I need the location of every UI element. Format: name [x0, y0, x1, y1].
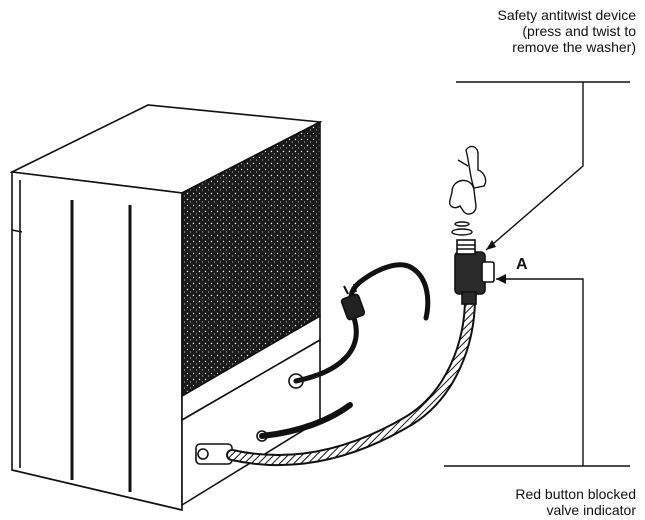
top-callout-leader: [485, 82, 584, 251]
antitwist-label-line3: remove the washer): [512, 39, 636, 55]
antitwist-label-line2: (press and twist to: [522, 23, 636, 39]
callout-arrowheads: [486, 240, 506, 284]
valve-thread: [456, 239, 476, 255]
red-button-label-line1: Red button blocked: [515, 486, 636, 502]
power-cable: [293, 262, 431, 384]
red-button-label-line2: valve indicator: [546, 502, 637, 518]
door-hinge: [11, 229, 23, 233]
bottom-callout-leader: [496, 278, 584, 466]
dishwasher-front: [11, 171, 183, 512]
marker-a: A: [516, 256, 528, 273]
drain-hose: [259, 402, 353, 439]
tap-spout: [465, 145, 487, 189]
inlet-fitting-nut: [197, 448, 209, 460]
bottom-arrowhead: [496, 274, 506, 284]
washer-small: [454, 221, 470, 227]
valve-collar: [461, 291, 477, 305]
tap-body: [448, 179, 477, 215]
red-button-label: Red button blocked valve indicator: [515, 486, 636, 518]
base-line: [11, 469, 183, 511]
callout-lines: [444, 81, 630, 467]
tap-fitting: [448, 145, 487, 236]
antitwist-label-line1: Safety antitwist device: [497, 7, 636, 23]
dishwasher-body: [9, 104, 323, 512]
antitwist-label: Safety antitwist device (press and twist…: [497, 7, 636, 55]
red-button-indicator: [481, 261, 495, 283]
top-arrowhead: [486, 240, 496, 250]
power-plug: [340, 283, 366, 321]
safety-valve: [454, 239, 495, 305]
washer: [451, 228, 473, 236]
